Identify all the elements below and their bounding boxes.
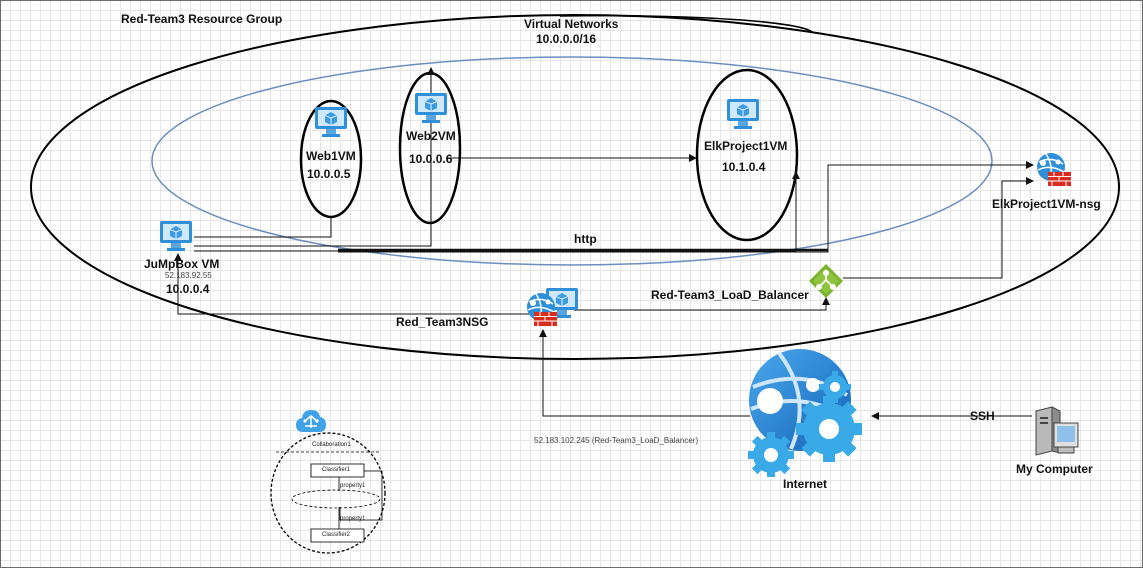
elk-ellipse xyxy=(695,68,799,242)
jumpbox-name: JuMpBox VM xyxy=(144,257,220,271)
web2-name: Web2VM xyxy=(406,129,456,143)
web2-vm-icon[interactable] xyxy=(414,92,448,124)
vnet-title: Virtual Networks xyxy=(524,17,619,31)
connector-jumpbox-elk xyxy=(194,171,800,252)
uml-property1: property1 xyxy=(340,483,366,489)
elk-name: ElkProject1VM xyxy=(704,139,788,153)
connector-nsg-to-jumpbox xyxy=(174,253,529,315)
elk-vm-icon[interactable] xyxy=(726,98,760,130)
uml-classifier2[interactable]: Classifier2 xyxy=(322,532,351,538)
uml-property2: property1 xyxy=(340,516,366,522)
resource-group-label: Red-Team3 Resource Group xyxy=(121,12,283,26)
vnet-cidr: 10.0.0.0/16 xyxy=(536,32,597,46)
elk-nsg-name: ElkProject1VM-nsg xyxy=(992,197,1101,211)
gear-icon xyxy=(796,396,862,462)
uml-collaboration-label: Collaboration1 xyxy=(312,442,351,448)
web1-name: Web1VM xyxy=(306,149,356,163)
jumpbox-public-ip: 52.183.92.55 xyxy=(165,271,212,280)
elk-nsg-icon[interactable] xyxy=(1034,152,1072,188)
elk-ip: 10.1.0.4 xyxy=(722,160,766,174)
lb-public-ip-label: 52.183.102.245 (Red-Team3_LoaD_Balancer) xyxy=(534,436,699,445)
connector-to-elk-nsg xyxy=(338,161,1034,253)
cloud-services-icon[interactable] xyxy=(295,408,327,434)
web1-vm-icon[interactable] xyxy=(314,106,348,138)
connector-lb-to-elk-nsg xyxy=(843,177,1034,279)
http-label: http xyxy=(574,232,597,246)
jumpbox-vm-icon[interactable] xyxy=(159,220,193,252)
internet-icon[interactable] xyxy=(743,347,873,478)
load-balancer-icon[interactable] xyxy=(808,263,844,299)
computer-icon[interactable] xyxy=(1032,405,1080,457)
connector-jumpbox-web1 xyxy=(194,217,332,238)
internet-label: Internet xyxy=(783,477,828,491)
uml-classifier1[interactable]: Classifier1 xyxy=(322,467,351,473)
jumpbox-ip: 10.0.0.4 xyxy=(166,282,210,296)
uml-collaboration-shape xyxy=(270,432,386,554)
ssh-label: SSH xyxy=(970,409,995,423)
web1-ip: 10.0.0.5 xyxy=(307,167,351,181)
red-team-nsg-icon[interactable] xyxy=(524,292,562,328)
load-balancer-name: Red-Team3_LoaD_Balancer xyxy=(651,288,809,302)
my-computer-label: My Computer xyxy=(1016,462,1093,476)
virtual-network-ellipse xyxy=(151,56,993,266)
resource-group-ellipse xyxy=(30,14,1120,360)
connector-nsg-to-lb xyxy=(574,297,830,311)
web2-ip: 10.0.0.6 xyxy=(409,152,453,166)
nsg-name: Red_Team3NSG xyxy=(396,315,489,329)
connector-jumpbox-web2 xyxy=(194,67,435,247)
connector-internet-to-nsg xyxy=(539,329,750,417)
